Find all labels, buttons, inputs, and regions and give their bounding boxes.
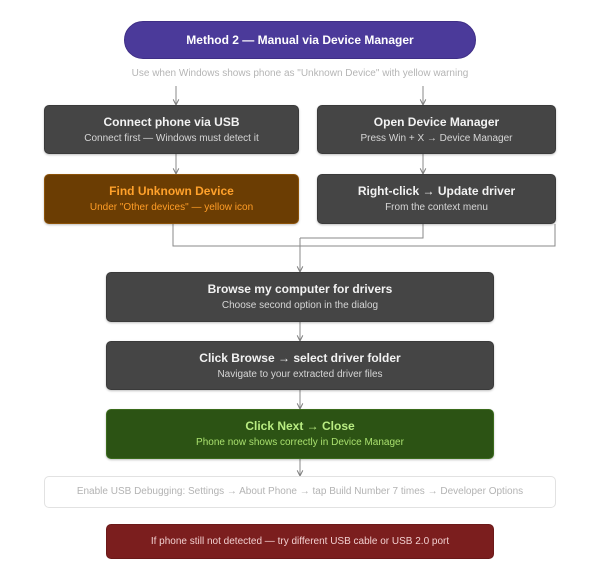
step-connect-phone-title: Connect phone via USB — [103, 114, 240, 129]
step-connect-phone: Connect phone via USB Connect first — Wi… — [44, 105, 299, 154]
step-click-browse: Click Browse → select driver folder Navi… — [106, 341, 494, 390]
usb-debugging-tip-text: Enable USB Debugging: Settings → About P… — [76, 486, 524, 497]
connector-right-click-to-browse — [300, 224, 556, 247]
step-open-device-manager-title: Open Device Manager — [373, 114, 500, 129]
connector-left-column-down — [300, 224, 424, 239]
step-click-browse-title: Click Browse → select driver folder — [199, 350, 401, 365]
step-find-unknown-device-title: Find Unknown Device — [109, 184, 234, 198]
step-right-click-update: Right-click → Update driver From the con… — [317, 174, 556, 224]
step-click-next-close-title: Click Next → Close — [245, 419, 355, 433]
step-browse-computer: Browse my computer for drivers Choose se… — [106, 272, 494, 322]
method-subtitle: Use when Windows shows phone as "Unknown… — [131, 68, 469, 79]
step-right-click-update-title: Right-click → Update driver — [357, 184, 516, 198]
method-title: Method 2 — Manual via Device Manager — [186, 33, 414, 47]
step-browse-computer-title: Browse my computer for drivers — [207, 282, 393, 296]
usb-debugging-tip: Enable USB Debugging: Settings → About P… — [44, 476, 556, 508]
not-detected-warning-text: If phone still not detected — try differ… — [150, 535, 450, 547]
not-detected-warning: If phone still not detected — try differ… — [106, 524, 494, 559]
step-open-device-manager-subtitle: Press Win + X → Device Manager — [360, 132, 513, 144]
connector-find-to-browse — [172, 224, 300, 247]
step-find-unknown-device-subtitle: Under "Other devices" — yellow icon — [89, 202, 254, 213]
step-click-browse-subtitle: Navigate to your extracted driver files — [217, 368, 383, 380]
step-find-unknown-device: Find Unknown Device Under "Other devices… — [44, 174, 299, 224]
step-click-next-close-subtitle: Phone now shows correctly in Device Mana… — [196, 437, 404, 448]
step-click-next-close: Click Next → Close Phone now shows corre… — [106, 409, 494, 459]
step-right-click-update-subtitle: From the context menu — [385, 202, 488, 213]
step-connect-phone-subtitle: Connect first — Windows must detect it — [84, 132, 259, 144]
step-browse-computer-subtitle: Choose second option in the dialog — [221, 300, 379, 311]
step-open-device-manager: Open Device Manager Press Win + X → Devi… — [317, 105, 556, 154]
method-header-pill: Method 2 — Manual via Device Manager — [124, 21, 476, 59]
